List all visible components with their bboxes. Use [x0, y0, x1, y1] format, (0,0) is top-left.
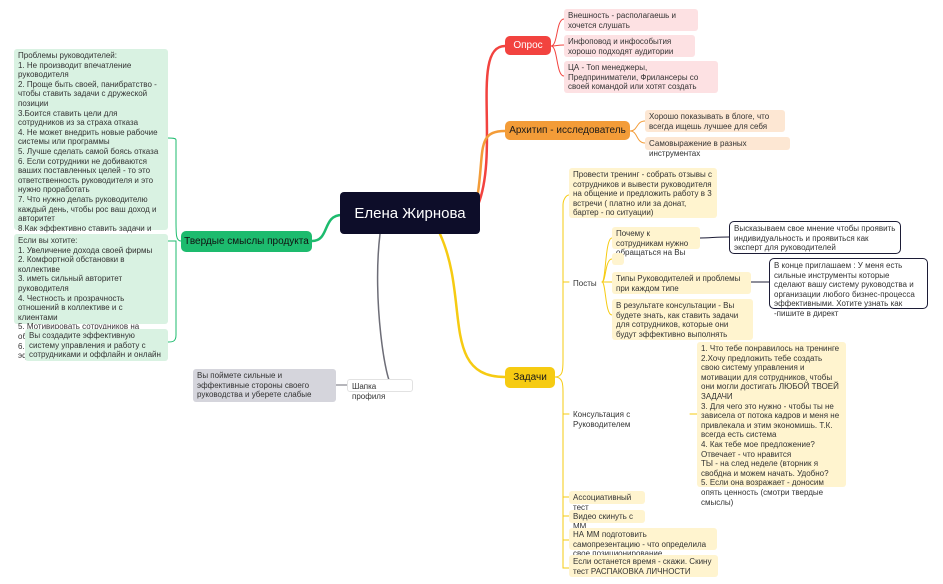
- opros-item-vneshnost[interactable]: Внешность - располагаешь и хочется слуша…: [564, 9, 698, 31]
- zadachi-konsultaciya[interactable]: Консультация с Руководителем: [573, 410, 631, 429]
- smysly-benefits[interactable]: Если вы хотите: 1. Увеличение дохода сво…: [14, 234, 168, 360]
- posty-item-vy[interactable]: Почему к сотрудникам нужно обращаться на…: [612, 227, 700, 257]
- zadachi-mm[interactable]: НА ММ подготовить самопрезентацию - что …: [569, 528, 717, 558]
- zadachi-posty[interactable]: Посты: [573, 279, 597, 288]
- opros-item-infopovod[interactable]: Инфоповод и инфособытия хорошо подходят …: [564, 35, 695, 57]
- link-smysly: [310, 213, 344, 243]
- zadachi-trening[interactable]: Провести тренинг - собрать отзывы с сотр…: [569, 168, 717, 218]
- branch-opros[interactable]: Опрос: [505, 36, 551, 55]
- posty-note-priglashaem[interactable]: В конце приглашаем : У меня есть сильные…: [769, 258, 928, 318]
- link-opros: [476, 44, 507, 207]
- branch-shapka[interactable]: Шапка профиля: [347, 379, 413, 401]
- arhitip-item-blog[interactable]: Хорошо показывать в блоге, что всегда ищ…: [645, 110, 785, 132]
- shapka-text[interactable]: Вы поймете сильные и эффективные стороны…: [193, 369, 336, 402]
- smysly-problems[interactable]: Проблемы руководителей: 1. Не производит…: [14, 49, 168, 242]
- zadachi-raspakovka[interactable]: Если останется время - скажи. Скину тест…: [569, 555, 718, 577]
- branch-smysly[interactable]: Твердые смыслы продукта: [181, 231, 312, 252]
- branch-zadachi[interactable]: Задачи: [505, 367, 555, 388]
- posty-item-empty[interactable]: [612, 253, 624, 265]
- link-shapka: [376, 233, 393, 386]
- posty-item-rezultat[interactable]: В результате консультации - Вы будете зн…: [612, 299, 753, 340]
- smysly-result[interactable]: Вы создадите эффективную систему управле…: [25, 329, 168, 361]
- konsultaciya-text[interactable]: 1. Что тебе понравилось на тренинге 2.Хо…: [697, 342, 846, 507]
- zadachi-test[interactable]: Ассоциативный тест: [569, 491, 645, 512]
- opros-item-ca[interactable]: ЦА - Топ менеджеры, Предприниматели, Фри…: [564, 61, 718, 93]
- posty-item-tipy[interactable]: Типы Руководителей и проблемы при каждом…: [612, 272, 751, 294]
- zadachi-video[interactable]: Видео скинуть с ММ: [569, 510, 645, 531]
- branch-arhitip[interactable]: Архитип - исследователь: [505, 121, 630, 140]
- posty-note-mnenie[interactable]: Высказываем свое мнение чтобы проявить и…: [729, 221, 901, 254]
- arhitip-item-samovyrazhenie[interactable]: Самовыражение в разных инструментах: [645, 137, 790, 158]
- central-topic[interactable]: Елена Жирнова: [340, 192, 480, 234]
- link-zadachi: [438, 232, 507, 379]
